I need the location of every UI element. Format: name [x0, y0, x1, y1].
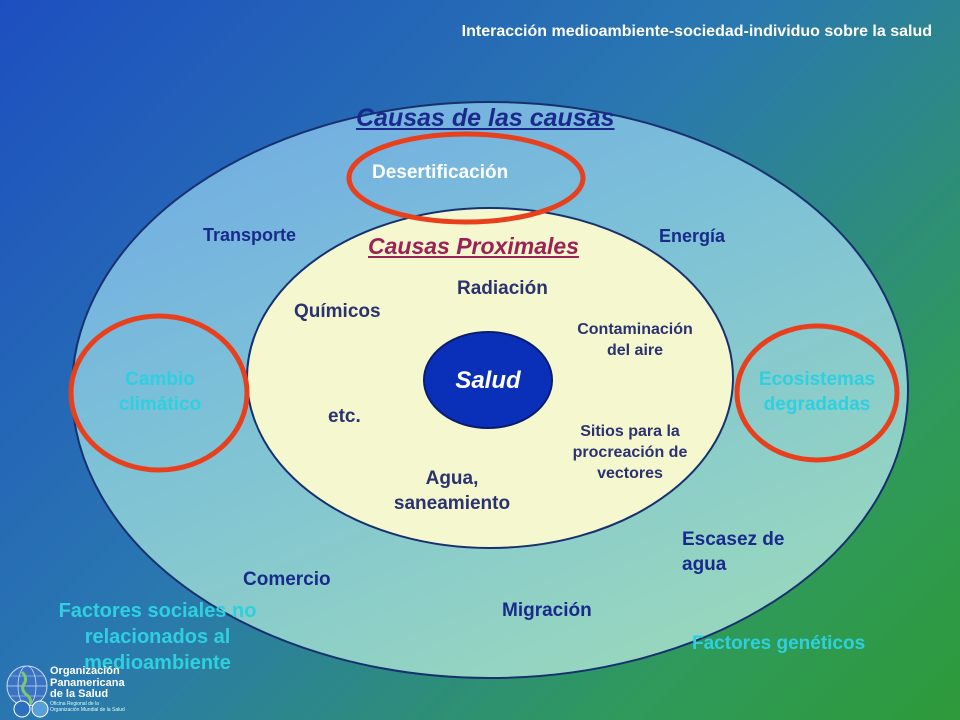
cambio-line2: climático [118, 393, 202, 415]
contaminacion-line1: Contaminación [577, 321, 693, 338]
logo-organization-name: Organización Panamericana de la Salud [50, 665, 125, 701]
label-escasez: Escasez de agua [682, 528, 784, 577]
logo-line1: Organización [50, 665, 120, 677]
label-migracion: Migración [502, 600, 592, 621]
highlight-cambio [68, 313, 250, 473]
label-factores-geneticos: Factores genéticos [692, 633, 866, 654]
logo-line3: de la Salud [50, 688, 109, 701]
label-comercio: Comercio [243, 569, 331, 590]
center-ellipse [423, 331, 553, 429]
header-title: Interacción medioambiente-sociedad-indiv… [461, 23, 932, 40]
emblem-icon [13, 700, 49, 718]
escasez-line2: agua [682, 553, 727, 575]
label-etc: etc. [328, 406, 361, 427]
sitios-line2: procreación de [572, 443, 688, 461]
ecosistemas-line2: degradadas [763, 393, 871, 415]
sitios-line3: vectores [597, 464, 663, 482]
agua-line2: saneamiento [393, 492, 511, 514]
label-cambio-climatico: Cambio climático [90, 368, 230, 417]
inner-title: Causas Proximales [368, 233, 579, 259]
label-sitios: Sitios para la procreación de vectores [540, 422, 720, 484]
label-contaminacion: Contaminación del aire [550, 320, 720, 362]
logo-line2: Panamericana [50, 676, 125, 689]
globe-icon [6, 665, 48, 707]
agua-line1: Agua, [425, 468, 479, 489]
label-agua-saneamiento: Agua, saneamiento [370, 467, 534, 516]
label-quimicos: Químicos [294, 301, 381, 322]
logo-subtitle: Oficina Regional de la Organización Mund… [50, 701, 125, 713]
label-desertificacion: Desertificación [372, 162, 509, 183]
escasez-line1: Escasez de [682, 529, 785, 550]
sociales-line2: relacionados al [84, 626, 231, 648]
highlight-desertificacion [346, 131, 586, 225]
outer-title: Causas de las causas [356, 104, 615, 132]
logo-small2: Organización Mundial de la Salud [50, 706, 125, 713]
label-salud: Salud [455, 367, 521, 394]
label-ecosistemas: Ecosistemas degradadas [742, 368, 892, 417]
label-energia: Energía [659, 226, 726, 246]
logo-small1: Oficina Regional de la [50, 701, 99, 707]
highlight-ecosistemas [734, 323, 900, 463]
sitios-line1: Sitios para la [580, 423, 680, 440]
sociales-line3: medioambiente [84, 652, 231, 674]
sociales-line1: Factores sociales no [58, 600, 257, 622]
label-radiacion: Radiación [457, 278, 548, 299]
label-factores-sociales: Factores sociales no relacionados al med… [20, 598, 295, 676]
contaminacion-line2: del aire [606, 341, 664, 359]
label-transporte: Transporte [203, 225, 297, 245]
ecosistemas-line1: Ecosistemas [758, 369, 876, 390]
cambio-line1: Cambio [125, 369, 195, 390]
